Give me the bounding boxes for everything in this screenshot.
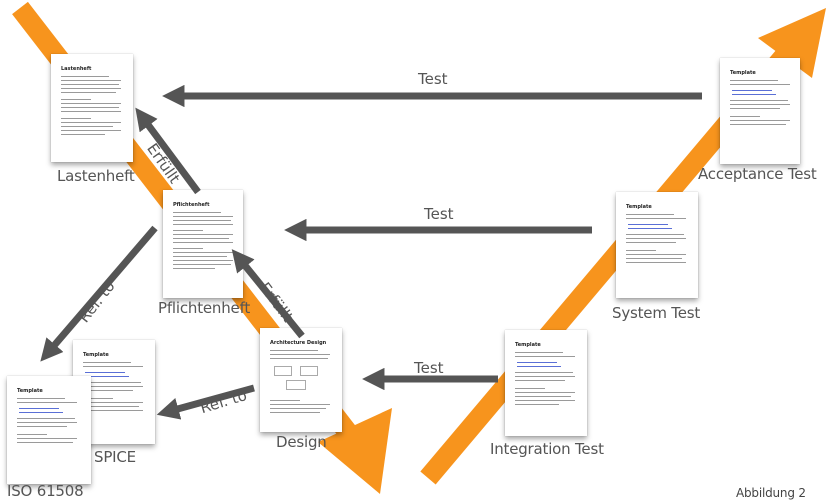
figure-caption: Abbildung 2: [736, 486, 806, 500]
doc-title: Template: [626, 204, 652, 210]
pflichtenheft-document: Pflichtenheft: [163, 190, 243, 298]
orange-left-head: [318, 408, 392, 494]
erfuellt-arrow-2: [231, 249, 305, 339]
acceptance-test-document: Template: [720, 58, 800, 164]
design-label: Design: [276, 433, 327, 451]
doc-title: Pflichtenheft: [173, 202, 210, 208]
design-document: Architecture Design: [260, 328, 342, 432]
system-test-document: Template: [616, 192, 698, 298]
doc-title: Template: [730, 70, 756, 76]
doc-title: Template: [17, 388, 43, 394]
orange-right-head: [758, 8, 826, 78]
spice-label: SPICE: [94, 448, 136, 466]
integration-test-label: Integration Test: [490, 440, 604, 458]
erfuellt-arrow-1: [135, 107, 201, 195]
test-label-top: Test: [418, 70, 448, 88]
test-label-low: Test: [414, 359, 444, 377]
ref-to-arrow-2: [156, 384, 255, 420]
ref-to-arrow-1: [40, 225, 158, 362]
lastenheft-document: Lastenheft: [51, 54, 133, 162]
doc-title: Lastenheft: [61, 66, 92, 72]
acceptance-test-label: Acceptance Test: [698, 165, 817, 183]
pflichtenheft-label: Pflichtenheft: [158, 299, 251, 317]
system-test-label: System Test: [612, 304, 701, 322]
lastenheft-label: Lastenheft: [57, 167, 135, 185]
iso-61508-label: ISO 61508: [7, 482, 84, 500]
iso-61508-document: Template: [7, 376, 91, 484]
integration-test-document: Template: [505, 330, 587, 436]
test-label-mid: Test: [424, 205, 454, 223]
doc-title: Architecture Design: [270, 340, 327, 346]
doc-title: Template: [83, 352, 109, 358]
doc-title: Template: [515, 342, 541, 348]
